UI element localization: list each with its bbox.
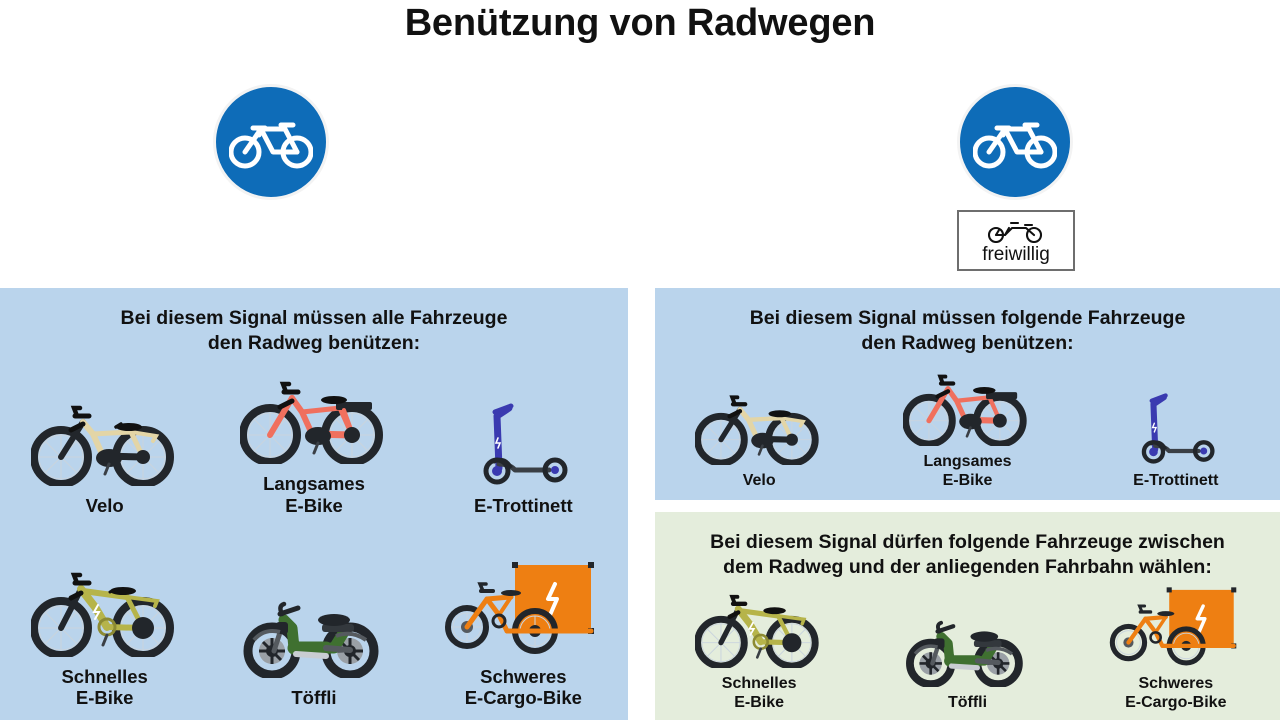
- plate-label: freiwillig: [982, 244, 1050, 265]
- vehicle-row-mandatory-heavy: Schnelles E-Bike: [0, 561, 628, 710]
- panel-left-heading: Bei diesem Signal müssen alle Fahrzeuge …: [0, 288, 628, 356]
- vehicle-fast-ebike: Schnelles E-Bike: [10, 561, 200, 710]
- radweg-sign-circle: [213, 84, 329, 200]
- fast-ebike-icon: [30, 561, 179, 657]
- vehicle-label: Töffli: [291, 687, 337, 709]
- velo-icon: [30, 390, 179, 486]
- vehicle-label: Schweres E-Cargo-Bike: [464, 665, 582, 709]
- heading-line-2: dem Radweg und der anliegenden Fahrbahn …: [723, 555, 1212, 578]
- vehicle-toeffli: Töffli: [219, 582, 409, 709]
- vehicle-slow-ebike: Langsames E-Bike: [882, 364, 1052, 491]
- panel-right-green: Bei diesem Signal dürfen folgende Fahrze…: [655, 512, 1280, 720]
- panel-right-green-heading: Bei diesem Signal dürfen folgende Fahrze…: [655, 512, 1280, 580]
- heading-line-1: Bei diesem Signal dürfen folgende Fahrze…: [710, 531, 1225, 553]
- vehicle-label: Schweres E-Cargo-Bike: [1125, 674, 1227, 711]
- vehicle-e-cargo-bike: Schweres E-Cargo-Bike: [428, 561, 618, 710]
- vehicle-velo: Velo: [10, 390, 200, 517]
- vehicle-e-cargo-bike: Schweres E-Cargo-Bike: [1091, 586, 1261, 713]
- moped-icon: [240, 582, 388, 679]
- bicycle-icon: [973, 115, 1057, 169]
- slow-ebike-icon: [903, 364, 1031, 446]
- vehicle-toeffli: Töffli: [882, 605, 1052, 713]
- vehicle-label: Schnelles E-Bike: [61, 665, 148, 709]
- moped-icon: [903, 605, 1031, 687]
- vehicle-label: E-Trottinett: [1133, 471, 1219, 489]
- vehicle-label: Töffli: [947, 693, 988, 711]
- fast-ebike-icon: [695, 586, 823, 668]
- panel-right-blue-heading: Bei diesem Signal müssen folgende Fahrze…: [655, 288, 1280, 356]
- vehicle-label: Schnelles E-Bike: [721, 674, 797, 711]
- heading-line-1: Bei diesem Signal müssen alle Fahrzeuge: [120, 307, 508, 329]
- heading-line-2: den Radweg benützen:: [207, 331, 421, 354]
- vehicle-row-right-optional: Schnelles E-Bike: [655, 586, 1280, 713]
- e-cargo-bike-icon: [1108, 586, 1244, 668]
- page-title: Benützung von Radwegen: [404, 2, 876, 44]
- vehicle-velo: Velo: [674, 383, 844, 491]
- vehicle-slow-ebike: Langsames E-Bike: [219, 368, 409, 517]
- vehicle-row-right-mandatory: Velo: [655, 364, 1280, 491]
- panel-right-blue: Bei diesem Signal müssen folgende Fahrze…: [655, 288, 1280, 500]
- sign-left: [213, 84, 329, 200]
- panel-left-blue: Bei diesem Signal müssen alle Fahrzeuge …: [0, 288, 628, 720]
- vehicle-e-trottinett: E-Trottinett: [1091, 383, 1261, 491]
- moped-icon: [961, 218, 1071, 244]
- velo-icon: [695, 383, 823, 465]
- heading-line-1: Bei diesem Signal müssen folgende Fahrze…: [749, 307, 1186, 329]
- vehicle-fast-ebike: Schnelles E-Bike: [674, 586, 844, 713]
- supplementary-plate: freiwillig: [957, 210, 1075, 271]
- vehicle-label: Langsames E-Bike: [263, 472, 365, 516]
- vehicle-row-mandatory: Velo: [0, 368, 628, 517]
- vehicle-e-trottinett: E-Trottinett: [428, 390, 618, 517]
- vehicle-label: Velo: [742, 471, 776, 489]
- vehicle-label: Velo: [85, 494, 124, 516]
- e-scooter-icon: [1124, 383, 1228, 465]
- radweg-sign-circle-freiwillig: [957, 84, 1073, 200]
- slow-ebike-icon: [239, 368, 388, 464]
- heading-line-2: den Radweg benützen:: [861, 331, 1074, 354]
- sign-right: freiwillig: [957, 84, 1075, 271]
- e-scooter-icon: [463, 390, 583, 486]
- e-cargo-bike-icon: [443, 561, 603, 657]
- vehicle-label: E-Trottinett: [473, 494, 573, 516]
- bicycle-icon: [229, 115, 313, 169]
- vehicle-label: Langsames E-Bike: [923, 452, 1012, 489]
